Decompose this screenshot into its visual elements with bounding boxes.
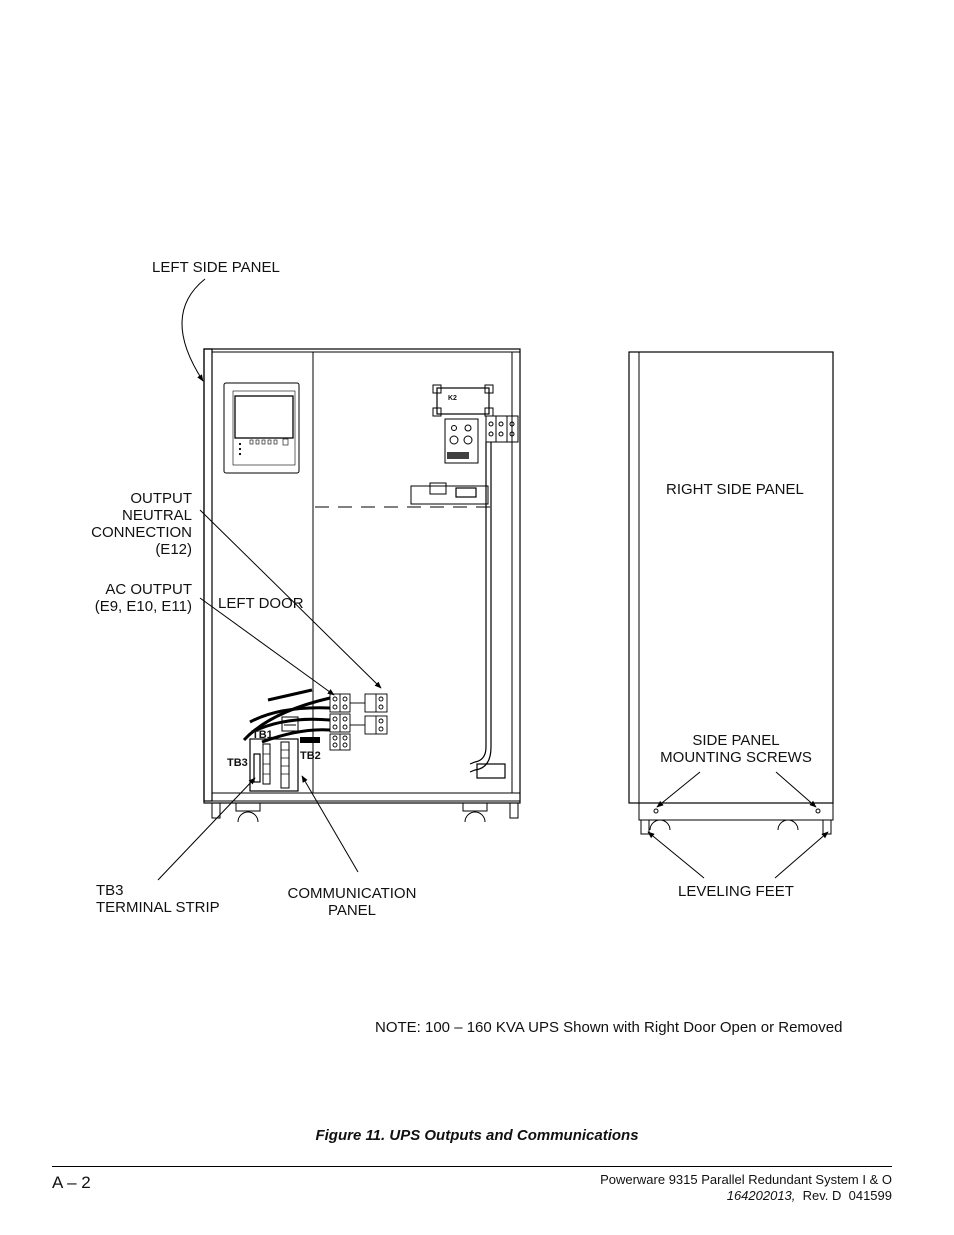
label-ac-output: AC OUTPUT (E9, E10, E11): [94, 581, 192, 615]
front-casters: [211, 802, 519, 823]
label-side-panel-screws: SIDE PANEL MOUNTING SCREWS: [660, 732, 812, 766]
leader-tb3: [157, 777, 256, 881]
leveling-foot-right: [822, 819, 832, 835]
figure-note: NOTE: 100 – 160 KVA UPS Shown with Right…: [375, 1019, 843, 1036]
front-cabinet: [203, 348, 521, 823]
figure-caption: Figure 11. UPS Outputs and Communication…: [315, 1127, 639, 1144]
label-left-door: LEFT DOOR: [218, 595, 304, 612]
label-tb3-terminal-strip: TB3 TERMINAL STRIP: [96, 882, 220, 916]
tb2-strip: [280, 741, 290, 789]
cabinet-outline: [203, 348, 521, 804]
footer-doc-id: 164202013, Rev. D 041599: [727, 1188, 892, 1203]
display-screen: [234, 395, 294, 439]
neutral-terminals: [350, 693, 388, 735]
label-leveling-feet: LEVELING FEET: [678, 883, 794, 900]
footer-doc-number: 164202013,: [726, 1188, 796, 1203]
cable-conduit: [469, 442, 487, 765]
side-base: [638, 802, 834, 821]
mounting-screw-left: [653, 808, 659, 814]
label-left-side-panel: LEFT SIDE PANEL: [152, 259, 280, 276]
footer-revision: Rev. D 041599: [795, 1188, 892, 1203]
leader-screw-right: [775, 771, 817, 808]
leader-ac-output: [199, 597, 335, 696]
ac-output-terminals: [329, 693, 351, 751]
leader-foot-right: [774, 831, 829, 879]
left-side-panel-strip: [203, 348, 213, 802]
side-cabinet: [628, 351, 834, 835]
k2-relay: [436, 387, 490, 415]
page-number: A – 2: [52, 1173, 91, 1192]
control-panel-frame: [223, 382, 300, 474]
label-tb3: TB3: [227, 757, 248, 769]
control-panel-buttons: [238, 438, 289, 456]
leader-communication-panel: [301, 775, 359, 873]
label-communication-panel: COMMUNICATION PANEL: [287, 885, 417, 919]
label-k2: K2: [448, 395, 457, 402]
leader-screw-left: [656, 771, 701, 808]
leader-left-side-panel: [181, 278, 206, 382]
label-output-neutral: OUTPUT NEUTRAL CONNECTION (E12): [91, 490, 192, 558]
communication-panel: [249, 738, 299, 792]
label-right-side-panel: RIGHT SIDE PANEL: [666, 481, 804, 498]
leader-output-neutral: [199, 509, 382, 689]
breaker-block: [444, 418, 479, 464]
leader-lines: [157, 278, 829, 881]
leveling-foot-left: [640, 819, 650, 835]
label-tb1: TB1: [252, 729, 273, 741]
tb3-strip: [253, 753, 261, 783]
leader-foot-left: [647, 831, 705, 879]
footer-rule: [52, 1166, 892, 1167]
footer-doc-title: Powerware 9315 Parallel Redundant System…: [600, 1172, 892, 1187]
label-tb2: TB2: [300, 750, 321, 762]
mounting-screw-right: [815, 808, 821, 814]
busbar: [410, 485, 489, 505]
